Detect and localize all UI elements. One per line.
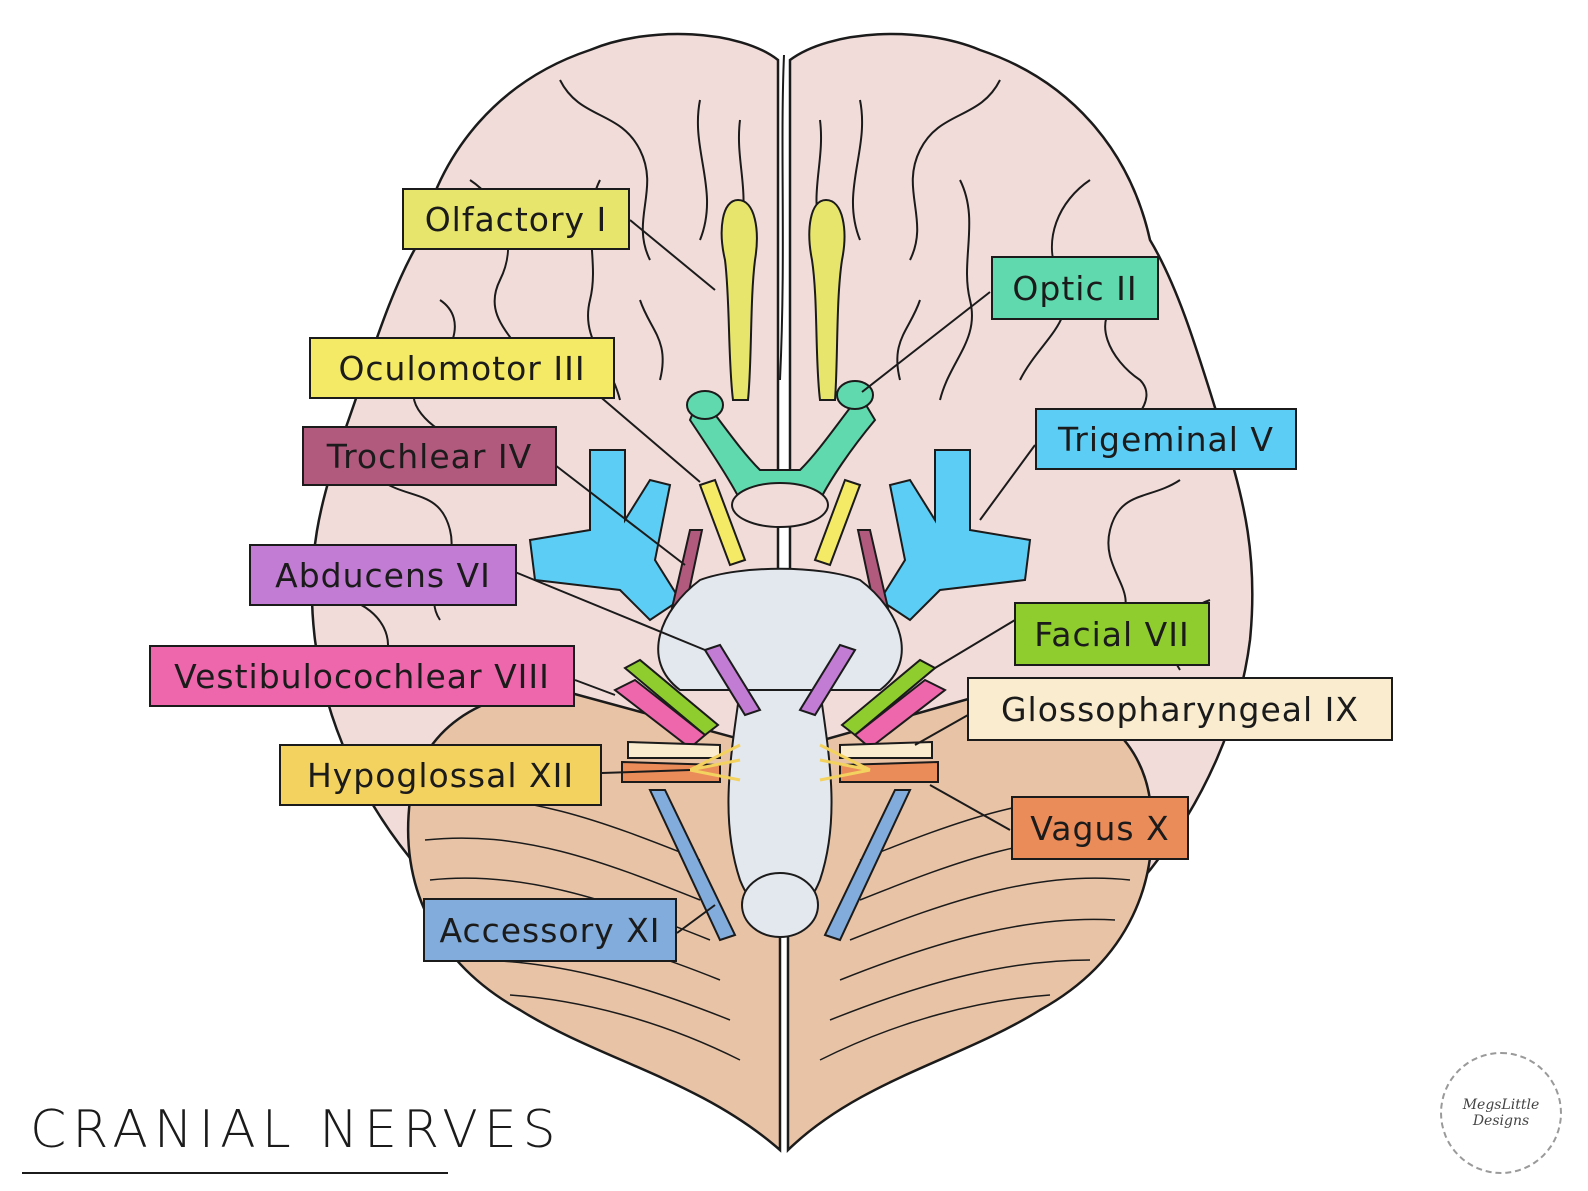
leader-lines xyxy=(514,219,1036,934)
label-oculomotor: Oculomotor III xyxy=(309,337,615,399)
abducens-right xyxy=(798,643,857,717)
facial-right xyxy=(840,658,937,737)
label-vestibulocochlear: Vestibulocochlear VIII xyxy=(149,645,575,707)
label-abducens: Abducens VI xyxy=(249,544,517,606)
glossopharyngeal-left xyxy=(627,740,721,759)
cerebellar-folia xyxy=(424,797,1136,1061)
longitudinal-fissure xyxy=(779,54,785,381)
hypoglossal-rootlets xyxy=(689,743,871,782)
label-accessory: Accessory XI xyxy=(423,898,677,962)
olfactory-tract-right xyxy=(808,198,846,401)
facial-left xyxy=(623,658,720,737)
label-olfactory: Olfactory I xyxy=(402,188,630,250)
label-vagus: Vagus X xyxy=(1011,796,1189,860)
label-hypoglossal: Hypoglossal XII xyxy=(279,744,602,806)
oculomotor-right xyxy=(813,478,862,567)
optic-nerve-left-end xyxy=(686,390,724,420)
watermark-line2: Designs xyxy=(1472,1113,1530,1129)
olfactory-tract-left xyxy=(720,198,758,401)
optic-nerve-right-end xyxy=(836,380,874,410)
optic-chiasm xyxy=(688,393,877,501)
watermark-seal: MegsLittle Designs xyxy=(1440,1052,1562,1174)
label-glossopharyngeal: Glossopharyngeal IX xyxy=(967,677,1393,741)
oculomotor-left xyxy=(698,478,747,567)
diagram-title: CRANIAL NERVES xyxy=(30,1100,562,1160)
label-trigeminal: Trigeminal V xyxy=(1035,408,1297,470)
title-underline xyxy=(22,1172,448,1174)
pituitary-stalk xyxy=(731,482,829,528)
accessory-right xyxy=(823,789,912,942)
spinal-cord-section xyxy=(741,872,819,938)
accessory-left xyxy=(648,789,737,942)
pons xyxy=(657,567,903,691)
abducens-left xyxy=(703,643,762,717)
label-optic: Optic II xyxy=(991,256,1159,320)
label-trochlear: Trochlear IV xyxy=(302,426,557,486)
watermark-line1: MegsLittle xyxy=(1462,1097,1540,1113)
glossopharyngeal-right xyxy=(839,740,933,759)
vestibulocochlear-left xyxy=(613,678,707,750)
vestibulocochlear-right xyxy=(853,678,947,750)
label-facial: Facial VII xyxy=(1014,602,1210,666)
